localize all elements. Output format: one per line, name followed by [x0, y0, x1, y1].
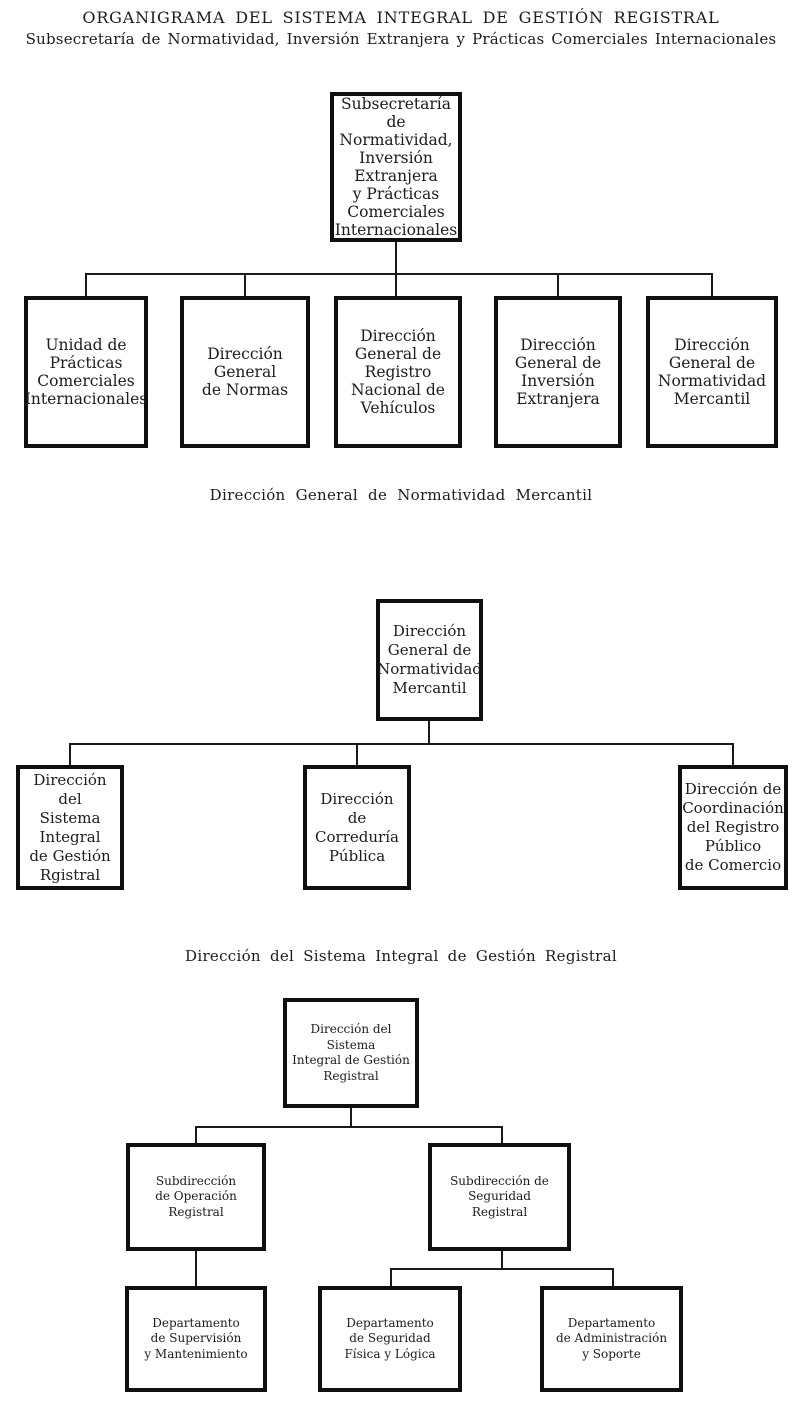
org-box-label: Dirección General de Registro Nacional d… [351, 327, 445, 417]
connector-line [612, 1268, 614, 1286]
org-box-label: Unidad de Prácticas Comerciales Internac… [24, 336, 148, 408]
connector-line [350, 1108, 352, 1128]
org-box-subdir-seguridad-registral: Subdirección de Seguridad Registral [428, 1143, 571, 1251]
org-box-dir-correduria-publica: Dirección de Correduría Pública [303, 765, 411, 890]
connector-line [501, 1251, 503, 1270]
connector-line [85, 273, 87, 296]
org-box-dg-normatividad-mercantil: Dirección General de Normatividad Mercan… [646, 296, 778, 448]
connector-line [390, 1268, 392, 1286]
connector-line [195, 1251, 197, 1286]
connector-line [395, 273, 397, 296]
org-box-unidad-practicas: Unidad de Prácticas Comerciales Internac… [24, 296, 148, 448]
connector-line [711, 273, 713, 296]
org-box-depto-seguridad-fisica-logica: Departamento de Seguridad Física y Lógic… [318, 1286, 462, 1392]
org-box-label: Dirección de Coordinación del Registro P… [682, 780, 784, 874]
connector-line [501, 1126, 503, 1143]
section-title-sistema-integral: Dirección del Sistema Integral de Gestió… [185, 947, 617, 965]
org-box-label: Dirección General de Normatividad Mercan… [657, 336, 767, 408]
org-box-dg-normas: Dirección General de Normas [180, 296, 310, 448]
connector-line [195, 1126, 503, 1128]
org-box-label: Dirección General de Inversión Extranjer… [514, 336, 602, 408]
org-box-subdir-operacion-registral: Subdirección de Operación Registral [126, 1143, 266, 1251]
connector-line [732, 743, 734, 765]
org-box-dg-registro-vehiculos: Dirección General de Registro Nacional d… [334, 296, 462, 448]
org-box-label: Subdirección de Seguridad Registral [450, 1173, 549, 1219]
connector-line [395, 242, 397, 275]
connector-line [557, 273, 559, 296]
page-subtitle: Subsecretaría de Normatividad, Inversión… [25, 30, 777, 48]
connector-line [244, 273, 246, 296]
org-box-label: Dirección del Sistema Integral de Gestió… [292, 1022, 410, 1083]
org-box-dgnm-root: Dirección General de Normatividad Mercan… [376, 599, 483, 721]
org-box-label: Dirección General de Normas [201, 345, 289, 399]
connector-line [69, 743, 734, 745]
org-box-depto-supervision-mantenimiento: Departamento de Supervisión y Mantenimie… [125, 1286, 267, 1392]
org-box-label: Subsecretaría de Normatividad, Inversión… [334, 95, 458, 239]
org-box-label: Dirección del Sistema Integral de Gestió… [29, 770, 111, 884]
org-box-label: Subdirección de Operación Registral [155, 1173, 237, 1219]
connector-line [195, 1126, 197, 1143]
org-box-label: Dirección General de Normatividad Mercan… [377, 622, 482, 697]
org-box-label: Dirección de Correduría Pública [315, 789, 399, 865]
org-box-subsecretaria: Subsecretaría de Normatividad, Inversión… [330, 92, 462, 242]
connector-line [356, 743, 358, 765]
connector-line [390, 1268, 614, 1270]
connector-line [69, 743, 71, 765]
section-title-normatividad-mercantil: Dirección General de Normatividad Mercan… [209, 486, 593, 504]
org-box-depto-administracion-soporte: Departamento de Administración y Soporte [540, 1286, 683, 1392]
org-box-label: Departamento de Administración y Soporte [555, 1315, 668, 1361]
connector-line [85, 273, 713, 275]
org-box-label: Departamento de Supervisión y Mantenimie… [144, 1315, 248, 1361]
org-box-dir-registro-publico-comercio: Dirección de Coordinación del Registro P… [678, 765, 788, 890]
org-box-label: Departamento de Seguridad Física y Lógic… [344, 1315, 436, 1361]
org-box-dsigr-root: Dirección del Sistema Integral de Gestió… [283, 998, 419, 1108]
connector-line [428, 721, 430, 745]
org-box-dir-sistema-integral: Dirección del Sistema Integral de Gestió… [16, 765, 124, 890]
org-box-dg-inversion-extranjera: Dirección General de Inversión Extranjer… [494, 296, 622, 448]
page-title: ORGANIGRAMA DEL SISTEMA INTEGRAL DE GEST… [82, 8, 720, 27]
